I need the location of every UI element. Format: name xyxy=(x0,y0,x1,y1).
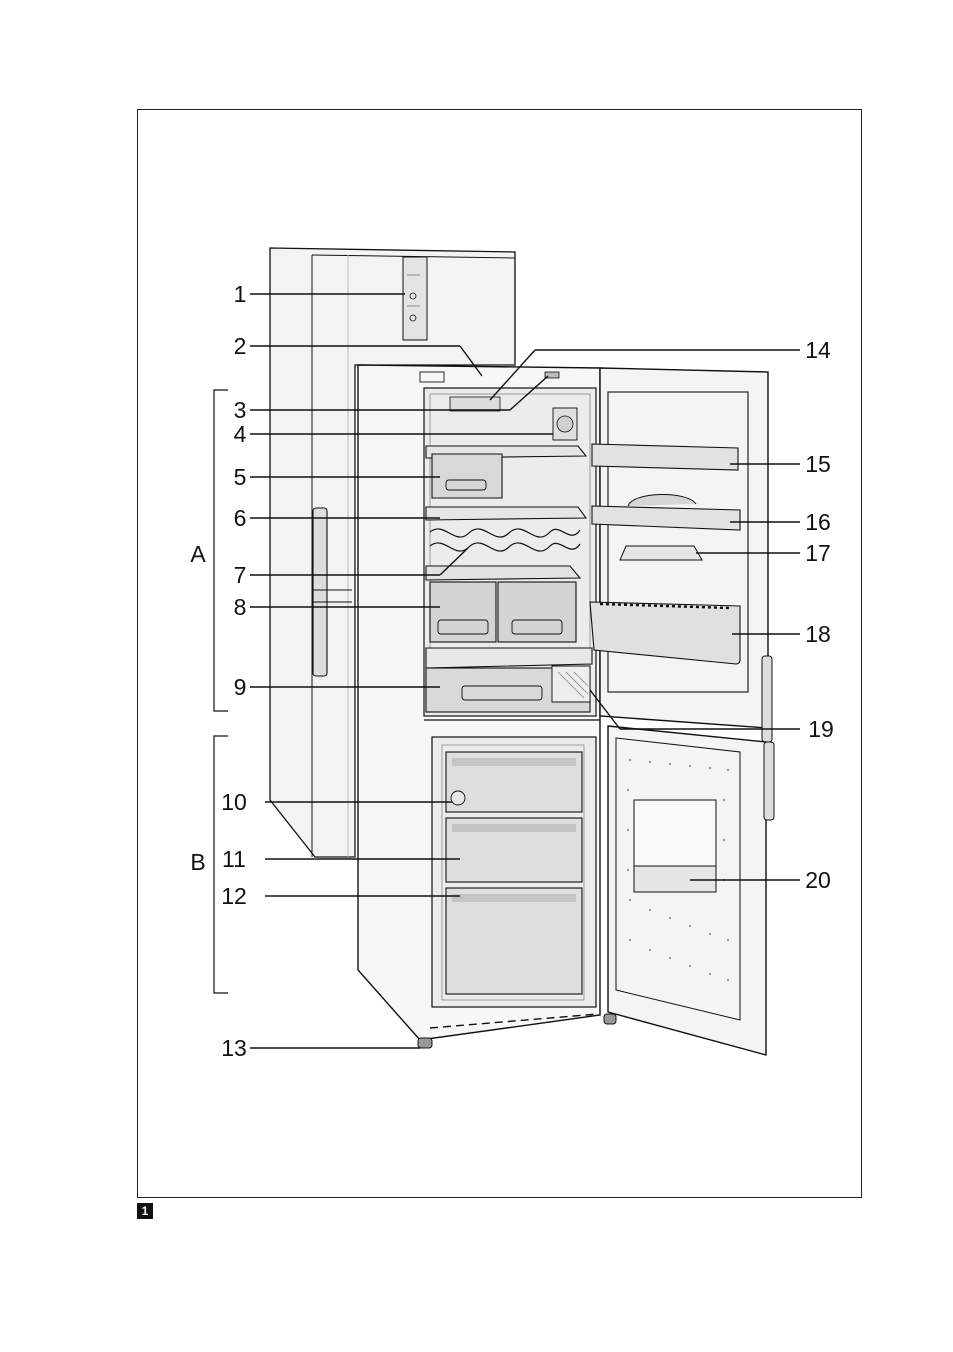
info-panel xyxy=(634,800,716,866)
callout-5: 5 xyxy=(234,464,247,490)
callout-13: 13 xyxy=(221,1035,247,1061)
callout-14: 14 xyxy=(805,337,831,363)
callout-12: 12 xyxy=(221,883,247,909)
callout-16: 16 xyxy=(805,509,831,535)
adjustable-foot xyxy=(418,1038,432,1048)
group-letter-b: B xyxy=(190,849,205,875)
callout-19: 19 xyxy=(808,716,834,742)
callout-20: 20 xyxy=(805,867,831,893)
callout-18: 18 xyxy=(805,621,831,647)
callout-3: 3 xyxy=(234,397,247,423)
callout-11: 11 xyxy=(222,846,246,872)
callout-1: 1 xyxy=(234,281,247,307)
closed-door-handle xyxy=(313,508,327,676)
callout-15: 15 xyxy=(805,451,831,477)
callout-4: 4 xyxy=(234,421,247,447)
freezer-door xyxy=(608,726,774,1055)
callout-10: 10 xyxy=(221,789,247,815)
open-cabinet xyxy=(358,365,616,1048)
callout-17: 17 xyxy=(805,540,831,566)
bracket-a xyxy=(214,390,228,711)
interior-light xyxy=(450,397,500,411)
callout-2: 2 xyxy=(234,333,247,359)
callout-6: 6 xyxy=(234,505,247,531)
group-letter-a: A xyxy=(190,541,206,567)
fridge-door xyxy=(590,368,772,742)
callout-9: 9 xyxy=(234,674,247,700)
figure-number-badge: 1 xyxy=(137,1203,153,1219)
door-shelf xyxy=(592,444,738,470)
ice-tray xyxy=(451,791,465,805)
callout-7: 7 xyxy=(234,562,247,588)
callout-8: 8 xyxy=(234,594,247,620)
